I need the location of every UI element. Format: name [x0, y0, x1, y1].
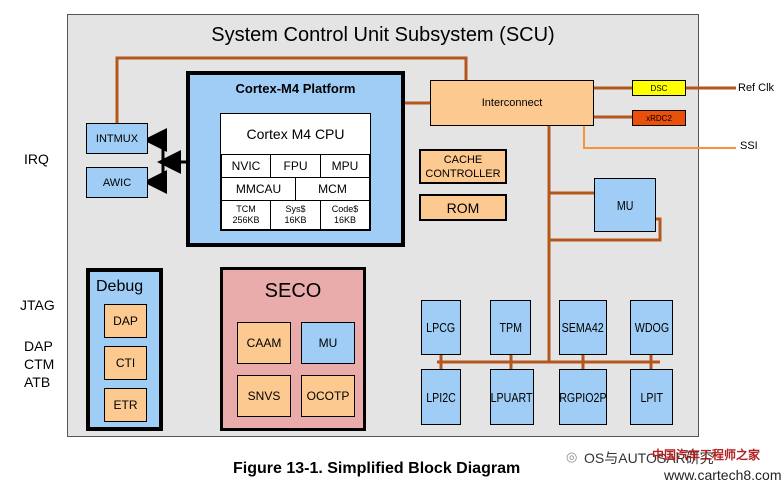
caam-block: CAAM	[237, 322, 291, 364]
interconnect-block: Interconnect	[430, 80, 594, 126]
rgpio2p-block: RGPIO2P	[559, 369, 607, 425]
intmux-block: INTMUX	[86, 123, 148, 154]
seco-title: SECO	[264, 280, 322, 302]
dap-block: DAP	[104, 304, 147, 338]
cpu-label: Cortex M4 CPU	[246, 126, 345, 142]
mcm-cell: MCM	[295, 177, 370, 201]
code-cache-cell: Code$ 16KB	[320, 200, 370, 230]
watermark-line2: 中国汽车工程师之家	[652, 448, 761, 462]
wechat-icon: ◎	[566, 449, 578, 464]
tcm-cell: TCM 256KB	[221, 200, 271, 230]
watermark: ◎ OS与AUTOSAR研究 中国汽车工程师之家 www.cartech8.co…	[566, 447, 782, 487]
dap-label: DAP	[24, 338, 53, 354]
nvic-cell: NVIC	[221, 154, 271, 178]
cortex-m4-platform: Cortex-M4 Platform Cortex M4 CPU NVIC FP…	[186, 71, 405, 247]
rom-block: ROM	[419, 194, 507, 221]
xrdc2-block: xRDC2	[632, 110, 686, 126]
wdog-block: WDOG	[630, 300, 673, 355]
atb-label: ATB	[24, 374, 51, 390]
lpcg-block: LPCG	[421, 300, 461, 355]
lpit-block: LPIT	[630, 369, 673, 425]
ctm-label: CTM	[24, 356, 55, 372]
intmux-to-interconnect-line	[115, 56, 468, 123]
fpu-cell: FPU	[270, 154, 321, 178]
mu-block: MU	[594, 178, 656, 232]
dsc-block: DSC	[632, 80, 686, 96]
scu-title: System Control Unit Subsystem (SCU)	[211, 23, 555, 46]
watermark-line3: www.cartech8.com	[664, 467, 782, 483]
ssi-line	[583, 126, 736, 149]
ref-clk-label: Ref Clk	[738, 82, 775, 94]
platform-title: Cortex-M4 Platform	[235, 81, 356, 96]
cti-block: CTI	[104, 346, 147, 380]
mpu-cell: MPU	[320, 154, 370, 178]
jtag-label: JTAG	[20, 297, 55, 313]
ssi-label: SSI	[740, 140, 758, 152]
etr-block: ETR	[104, 388, 147, 422]
seco-mu-block: MU	[301, 322, 355, 364]
figure-caption: Figure 13-1. Simplified Block Diagram	[233, 460, 521, 477]
seco-block: SECO CAAM MU SNVS OCOTP	[220, 267, 366, 431]
sys-cache-cell: Sys$ 16KB	[270, 200, 321, 230]
sema42-block: SEMA42	[559, 300, 607, 355]
awic-block: AWIC	[86, 167, 148, 198]
cache-controller-block: CACHE CONTROLLER	[419, 149, 507, 184]
irq-label: IRQ	[24, 151, 49, 167]
tpm-block: TPM	[490, 300, 531, 355]
debug-block: Debug DAP CTI ETR	[86, 268, 163, 431]
mmcau-cell: MMCAU	[221, 177, 296, 201]
debug-title: Debug	[96, 278, 144, 295]
snvs-block: SNVS	[237, 375, 291, 417]
cpu-panel: Cortex M4 CPU NVIC FPU MPU MMCAU MCM TCM…	[220, 113, 371, 231]
watermark-line1: OS与AUTOSAR研究	[584, 450, 714, 466]
ocotp-block: OCOTP	[301, 375, 355, 417]
lpi2c-block: LPI2C	[421, 369, 461, 425]
lpuart-block: LPUART	[490, 369, 534, 425]
